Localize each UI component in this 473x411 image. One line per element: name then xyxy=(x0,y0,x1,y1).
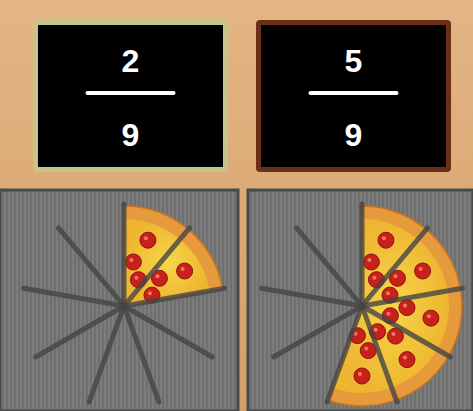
numerator: 5 xyxy=(261,43,446,79)
plate-panel xyxy=(0,190,238,411)
fraction-board: 59 xyxy=(256,20,451,172)
plate-panel xyxy=(248,190,473,411)
denominator: 9 xyxy=(261,117,446,153)
numerator: 2 xyxy=(38,43,223,79)
pizza xyxy=(262,204,463,406)
fraction-board: 29 xyxy=(33,20,228,172)
denominator: 9 xyxy=(38,117,223,153)
pizza xyxy=(24,204,225,402)
